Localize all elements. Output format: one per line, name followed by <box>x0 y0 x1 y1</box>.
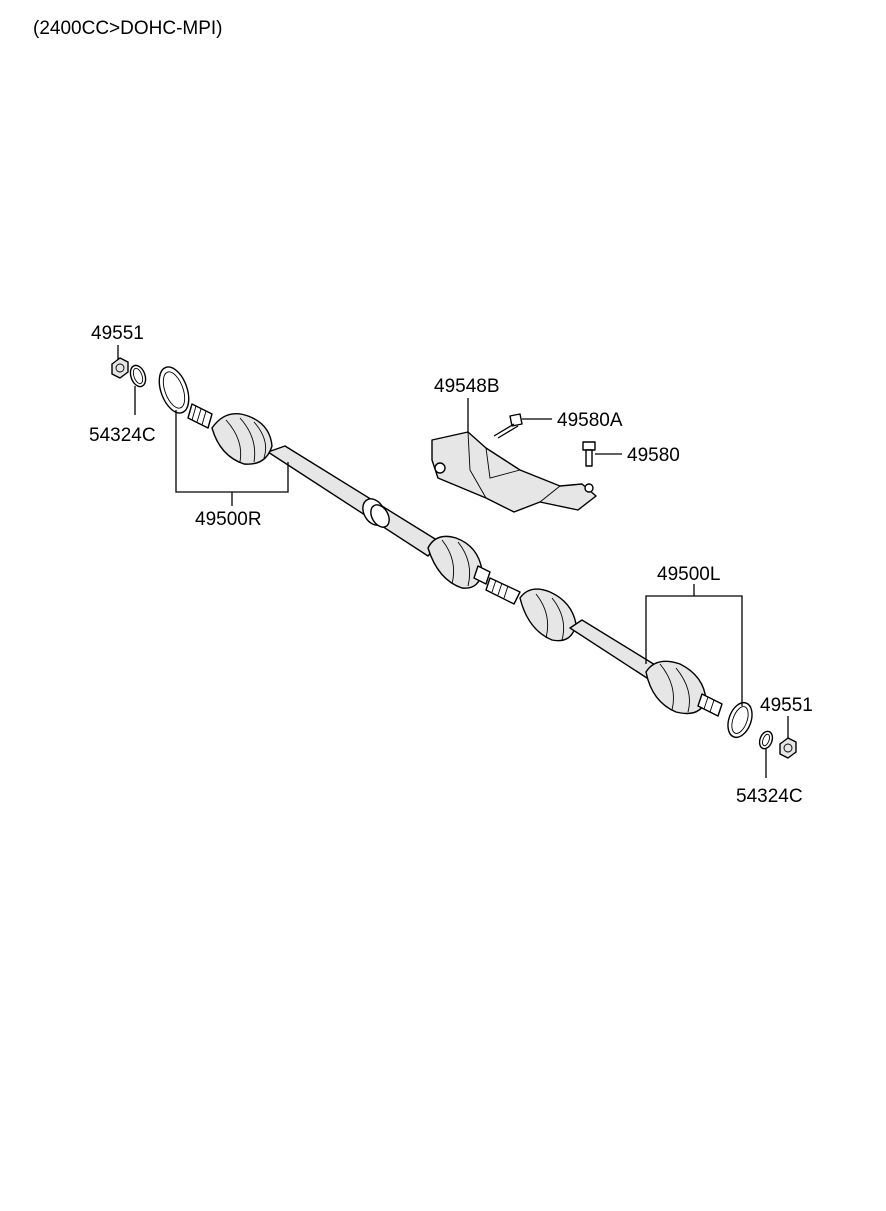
bolt-49580 <box>582 441 596 467</box>
leader-lines <box>117 345 789 778</box>
right-spline-stub <box>187 403 213 429</box>
washer-left <box>758 730 774 750</box>
heat-shield <box>431 431 597 513</box>
left-spline-stub <box>697 693 723 717</box>
nut-left <box>779 737 797 759</box>
label-nut-right: 49551 <box>91 323 144 344</box>
left-drive-shaft <box>485 577 723 717</box>
right-drive-shaft <box>187 403 441 557</box>
label-washer-left: 54324C <box>736 786 803 807</box>
washer-right <box>129 364 147 388</box>
label-washer-right: 54324C <box>89 425 156 446</box>
label-bolt: 49580 <box>627 445 680 466</box>
label-bolt-a: 49580A <box>557 410 623 431</box>
label-heat-shield: 49548B <box>434 376 500 397</box>
right-shaft-bar <box>267 445 441 557</box>
label-shaft-left: 49500L <box>657 564 720 585</box>
bolt-49580a <box>493 413 523 439</box>
nut-right <box>111 357 129 379</box>
right-outer-boot <box>211 413 273 465</box>
label-nut-left: 49551 <box>760 695 813 716</box>
heat-shield-hole <box>434 462 446 474</box>
left-inner-spline <box>485 577 521 605</box>
left-inner-joint <box>519 588 577 642</box>
left-outer-boot <box>645 660 707 715</box>
engine-spec-title: (2400CC>DOHC-MPI) <box>33 18 223 39</box>
label-shaft-right: 49500R <box>195 509 262 530</box>
right-inner-joint <box>427 535 491 589</box>
tone-ring-right <box>158 366 190 414</box>
tone-ring-left <box>727 701 753 739</box>
